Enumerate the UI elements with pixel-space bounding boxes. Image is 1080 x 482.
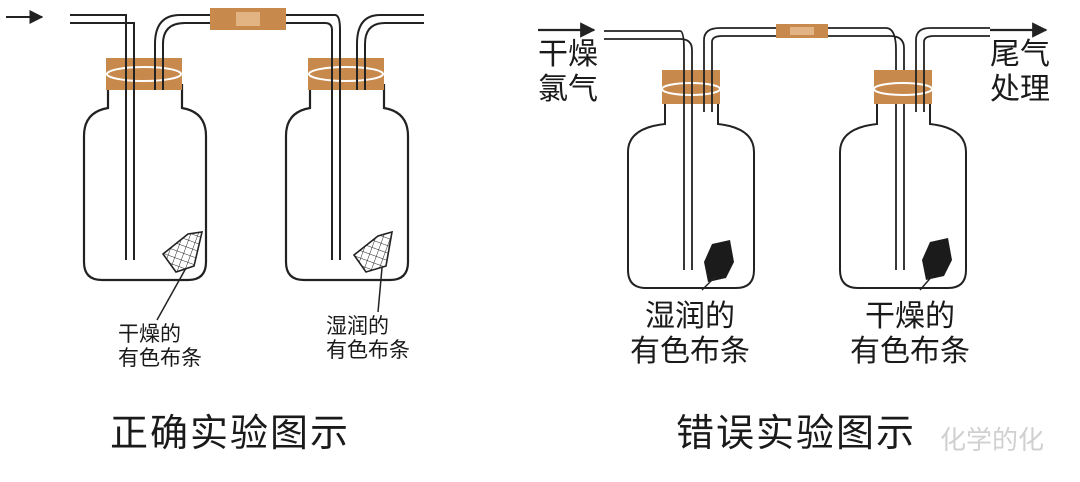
stopper: [308, 58, 384, 90]
watermark: 化学的化: [940, 426, 1045, 456]
wet-cloth: [352, 230, 394, 273]
outlet-label-line1: 尾气: [990, 37, 1050, 72]
inlet-label-line2: 氯气: [538, 71, 598, 107]
stopper: [662, 70, 720, 104]
inlet-label-line1: 干燥: [538, 37, 598, 72]
right-outlet-label: 尾气 处理: [990, 37, 1050, 107]
right-inlet-label: 干燥 氯气: [538, 37, 598, 107]
dry-cloth: [922, 238, 952, 280]
right-label-bottle-2-line1: 干燥的: [865, 299, 955, 334]
right-label-bottle-1-line1: 湿润的: [645, 299, 735, 334]
right-label-bottle-1-line2: 有色布条: [630, 333, 750, 369]
left-caption: 正确实验图示: [110, 411, 351, 455]
stopper: [106, 58, 182, 90]
left-label-bottle-2-line1: 湿润的: [326, 314, 389, 338]
left-bottle-2: [284, 14, 424, 313]
left-label-bottle-2-line2: 有色布条: [326, 338, 410, 363]
left-connector: [210, 8, 341, 31]
left-label-bottle-1: 干燥的 有色布条: [118, 322, 202, 370]
stopper: [874, 70, 932, 104]
left-label-bottle-1-line1: 干燥的: [118, 322, 181, 346]
right-label-bottle-1: 湿润的 有色布条: [630, 299, 750, 369]
left-label-bottle-1-line2: 有色布条: [118, 346, 202, 371]
right-caption: 错误实验图示: [676, 411, 917, 455]
right-connector: [776, 24, 905, 270]
right-label-bottle-2-line2: 有色布条: [850, 333, 970, 369]
dry-cloth: [161, 231, 204, 273]
left-bottle-1: [70, 14, 210, 321]
wet-cloth: [704, 240, 734, 282]
right-bottle-1: [604, 27, 776, 291]
outlet-label-line2: 处理: [990, 71, 1050, 107]
right-label-bottle-2: 干燥的 有色布条: [850, 299, 970, 369]
left-label-bottle-2: 湿润的 有色布条: [326, 314, 410, 362]
right-bottle-2: [839, 27, 990, 291]
